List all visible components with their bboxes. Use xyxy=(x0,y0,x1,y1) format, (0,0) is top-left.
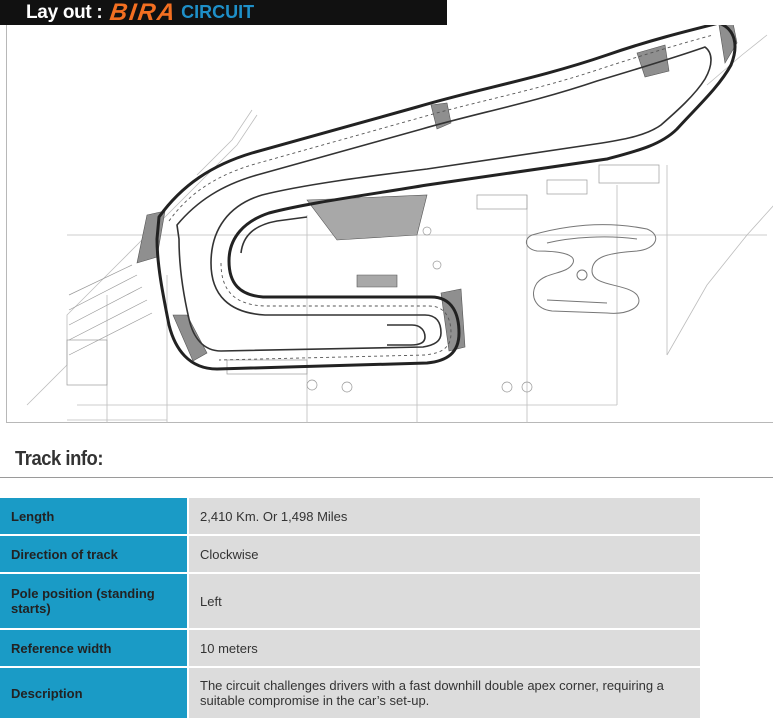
runoff-areas xyxy=(136,25,738,362)
table-row: Length 2,410 Km. Or 1,498 Miles xyxy=(0,498,700,536)
row-label-direction: Direction of track xyxy=(0,536,189,572)
banner-prefix: Lay out : xyxy=(26,1,103,23)
row-label-description: Description xyxy=(0,668,189,718)
row-value-direction: Clockwise xyxy=(189,536,700,572)
heading-divider xyxy=(0,477,773,478)
row-value-description: The circuit challenges drivers with a fa… xyxy=(189,668,700,718)
circuit-drawing xyxy=(26,25,773,423)
circuit-layout-map xyxy=(6,25,773,423)
row-label-length: Length xyxy=(0,498,189,534)
row-label-pole-position: Pole position (standing starts) xyxy=(0,574,189,628)
table-row: Reference width 10 meters xyxy=(0,630,700,668)
track-info-heading: Track info: xyxy=(15,448,103,470)
row-label-reference-width: Reference width xyxy=(0,630,189,666)
site-grid-lines xyxy=(26,34,773,423)
parking-lines xyxy=(66,164,660,386)
track-outer-line xyxy=(155,25,737,371)
table-row: Pole position (standing starts) Left xyxy=(0,574,700,630)
row-value-reference-width: 10 meters xyxy=(189,630,700,666)
table-row: Description The circuit challenges drive… xyxy=(0,668,700,720)
track-curb-markings xyxy=(168,34,714,361)
track-inner-line xyxy=(176,46,712,352)
site-circles xyxy=(306,226,533,393)
brand-logo: BIRA xyxy=(108,0,180,26)
row-value-pole-position: Left xyxy=(189,574,700,628)
layout-banner: Lay out : BIRA CIRCUIT xyxy=(0,0,447,26)
brand-suffix: CIRCUIT xyxy=(181,2,255,22)
track-info-table: Length 2,410 Km. Or 1,498 Miles Directio… xyxy=(0,498,701,720)
row-value-length: 2,410 Km. Or 1,498 Miles xyxy=(189,498,700,534)
table-row: Direction of track Clockwise xyxy=(0,536,700,574)
karting-track xyxy=(525,224,657,314)
